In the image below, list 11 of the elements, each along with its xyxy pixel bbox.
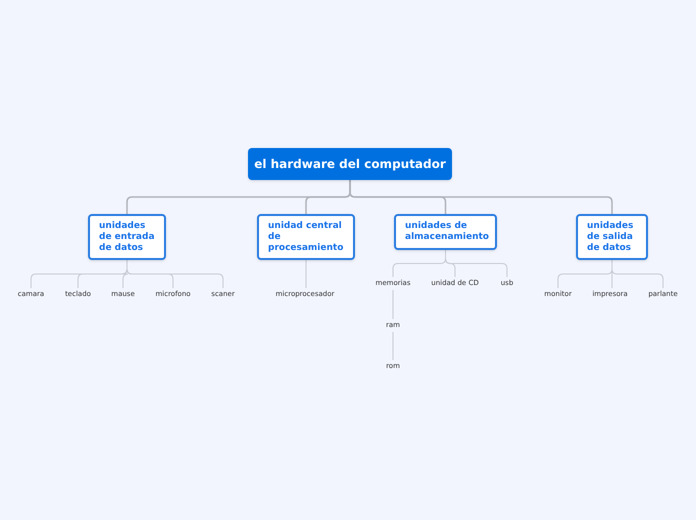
connector-line bbox=[612, 260, 664, 288]
subtopic-box: unidades de almacenamiento bbox=[394, 214, 497, 250]
connector-line bbox=[349, 180, 613, 214]
subtopic-box: unidades de entrada de datos bbox=[88, 214, 166, 260]
connector-line bbox=[126, 260, 224, 288]
subtopic-box: unidades de salida de datos bbox=[576, 214, 648, 260]
connector-line bbox=[392, 290, 394, 320]
topic-box: el hardware del computador bbox=[248, 148, 452, 180]
connector-line bbox=[445, 250, 508, 278]
connector-line bbox=[392, 332, 394, 360]
subtopic-box: unidad central de procesamiento bbox=[257, 214, 355, 260]
